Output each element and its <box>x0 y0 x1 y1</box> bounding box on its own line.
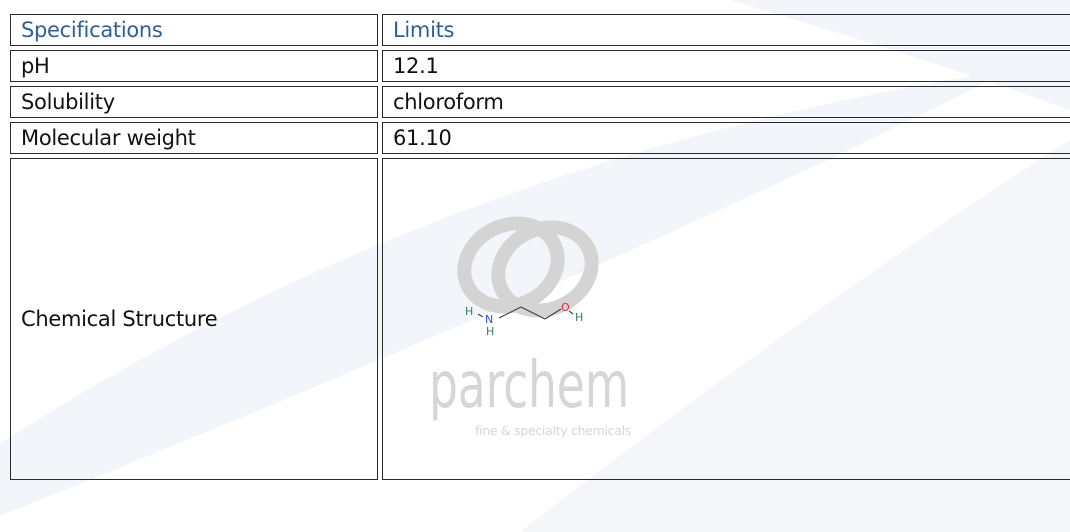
atom-hydrogen-bottom: H <box>486 325 494 338</box>
atom-oxygen: O <box>561 301 570 314</box>
ethanolamine-molecule: H N H O H <box>465 301 583 338</box>
row-label-ph: pH <box>10 50 378 82</box>
table-header-row: Specifications Limits <box>10 14 1070 46</box>
watermark-rings-icon <box>457 216 599 318</box>
table-row: Solubility chloroform <box>10 86 1070 118</box>
row-value-ph: 12.1 <box>382 50 1070 82</box>
row-label-molecular-weight: Molecular weight <box>10 122 378 154</box>
atom-nitrogen: N <box>485 313 493 326</box>
atom-hydrogen-right: H <box>575 311 583 324</box>
specifications-table: Specifications Limits pH 12.1 Solubility… <box>6 10 1070 484</box>
header-limits: Limits <box>382 14 1070 46</box>
watermark-tagline: fine & specialty chemicals <box>475 424 631 438</box>
table-row-structure: Chemical Structure parchem fine & specia… <box>10 158 1070 480</box>
header-specifications: Specifications <box>10 14 378 46</box>
atom-hydrogen-left: H <box>465 305 473 318</box>
row-label-solubility: Solubility <box>10 86 378 118</box>
row-value-solubility: chloroform <box>382 86 1070 118</box>
row-label-chemical-structure: Chemical Structure <box>10 158 378 480</box>
watermark-brand: parchem <box>429 349 629 423</box>
table-row: pH 12.1 <box>10 50 1070 82</box>
chemical-structure-cell: parchem fine & specialty chemicals H N H… <box>382 158 1070 480</box>
row-value-molecular-weight: 61.10 <box>382 122 1070 154</box>
parchem-watermark: parchem fine & specialty chemicals <box>429 216 631 438</box>
table-row: Molecular weight 61.10 <box>10 122 1070 154</box>
